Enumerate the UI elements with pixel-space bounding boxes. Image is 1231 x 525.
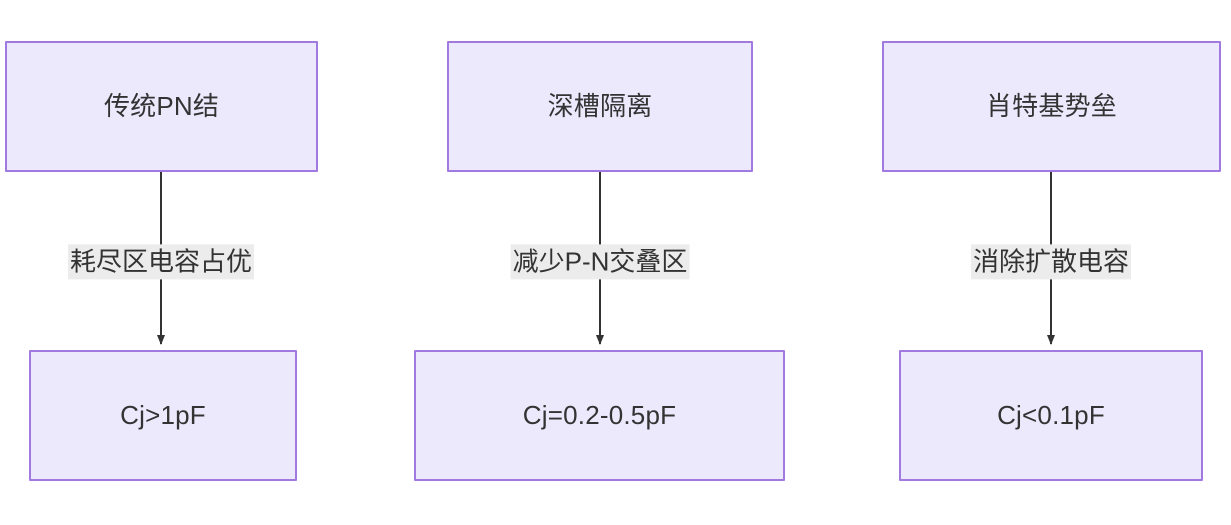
node-col3-source-label: 肖特基势垒 [985,90,1117,121]
node-col3-target[interactable]: Cj<0.1pF [899,350,1203,481]
edge-label-col3: 消除扩散电容 [970,244,1132,280]
edge-label-col1: 耗尽区电容占优 [67,244,255,280]
node-col1-source-label: 传统PN结 [103,90,220,121]
node-col1-target[interactable]: Cj>1pF [29,350,297,481]
node-col2-source[interactable]: 深槽隔离 [447,41,753,172]
edge-label-col2: 减少P-N交叠区 [510,244,690,280]
node-col2-source-label: 深槽隔离 [547,90,653,121]
node-col2-target[interactable]: Cj=0.2-0.5pF [414,350,785,481]
node-col1-target-label: Cj>1pF [120,399,206,430]
node-col1-source[interactable]: 传统PN结 [5,41,318,172]
node-col3-source[interactable]: 肖特基势垒 [882,41,1221,172]
node-col3-target-label: Cj<0.1pF [997,399,1105,430]
node-col2-target-label: Cj=0.2-0.5pF [522,399,677,430]
